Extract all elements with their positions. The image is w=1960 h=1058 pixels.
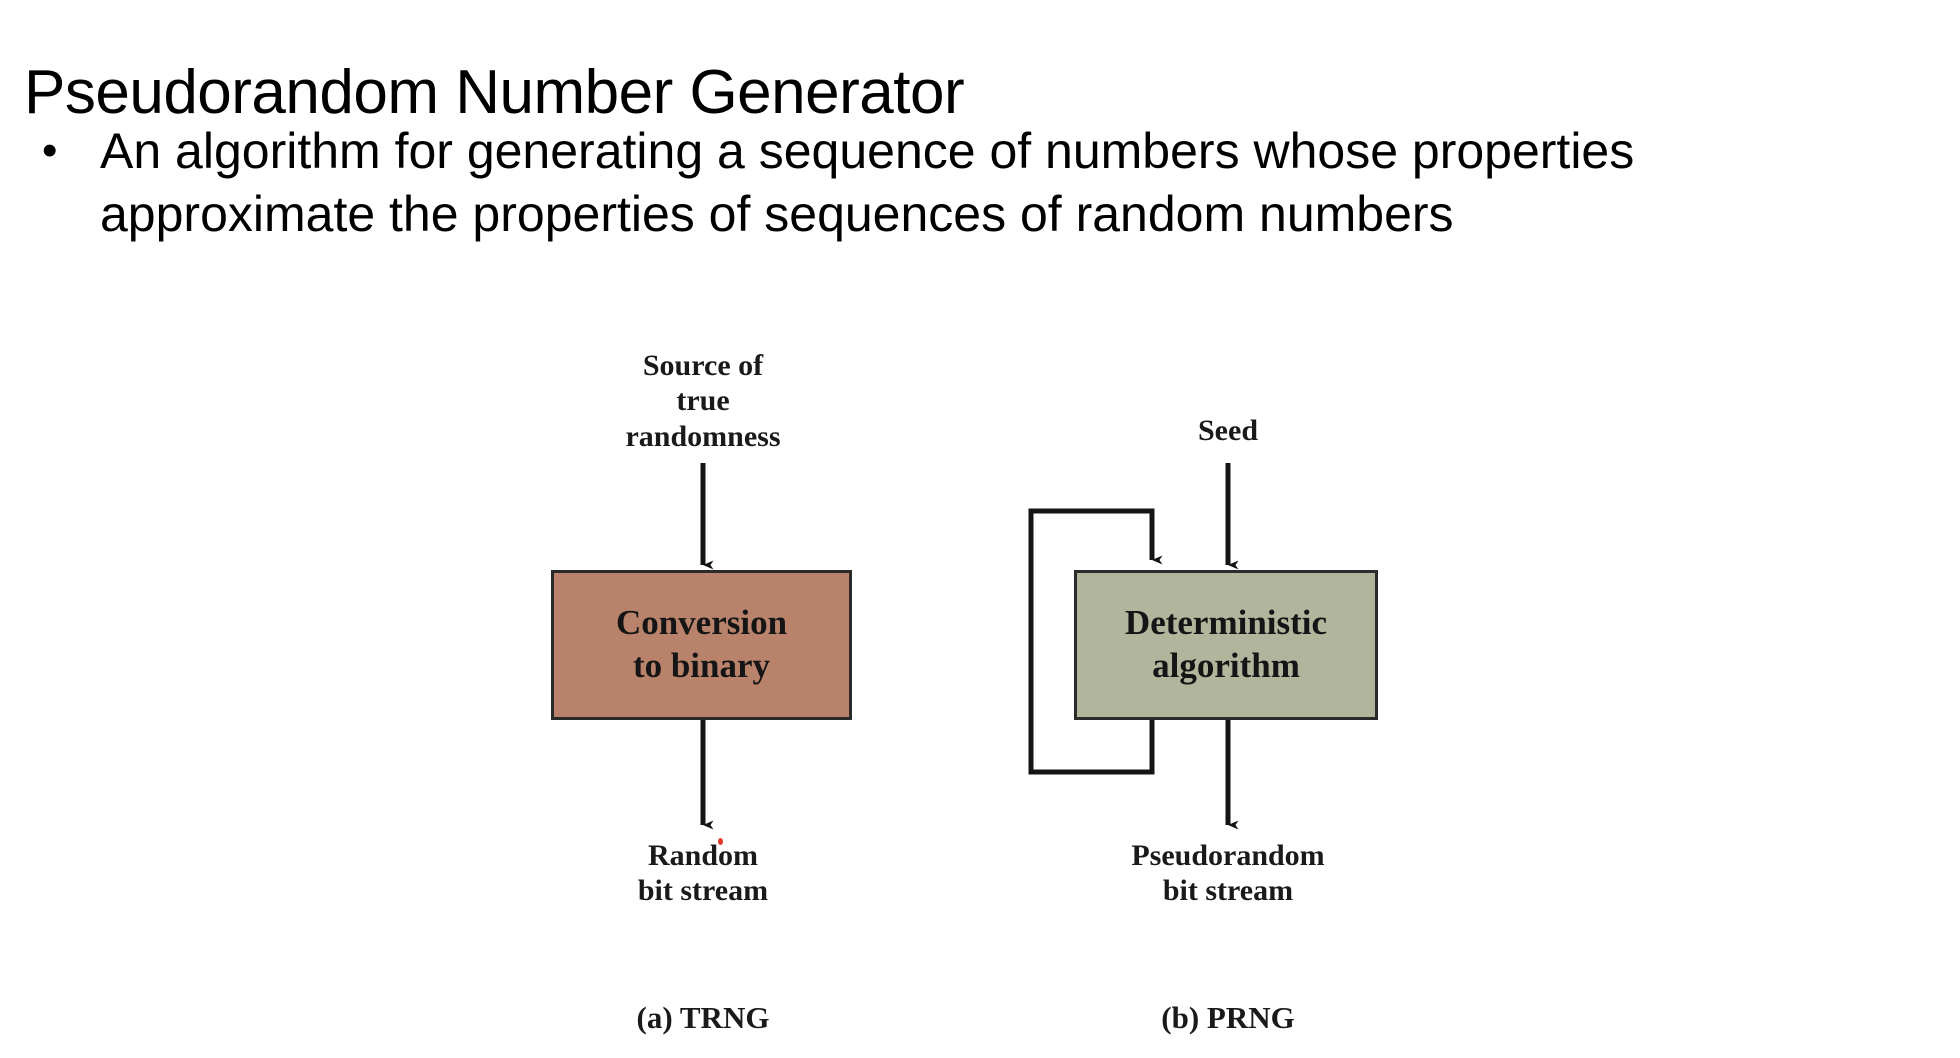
trng-input-label: Source of true randomness <box>625 349 781 453</box>
trng-caption: (a) TRNG <box>636 1000 770 1035</box>
prng-process-box: Deterministic algorithm <box>1074 570 1378 720</box>
page-title: Pseudorandom Number Generator <box>24 57 965 127</box>
scan-artifact-speck <box>718 838 723 845</box>
trng-output-label: Random bit stream <box>637 839 769 908</box>
list-item: • An algorithm for generating a sequence… <box>42 120 1922 246</box>
prng-caption: (b) PRNG <box>1161 1000 1295 1035</box>
bullet-list: • An algorithm for generating a sequence… <box>42 120 1922 246</box>
bullet-marker-icon: • <box>42 126 58 175</box>
prng-seed-label: Seed <box>1198 414 1258 447</box>
trng-process-box: Conversion to binary <box>551 570 852 720</box>
prng-feedback-loop <box>1028 508 1163 775</box>
bullet-text: An algorithm for generating a sequence o… <box>100 123 1635 242</box>
prng-output-label: Pseudorandom bit stream <box>1131 839 1325 908</box>
